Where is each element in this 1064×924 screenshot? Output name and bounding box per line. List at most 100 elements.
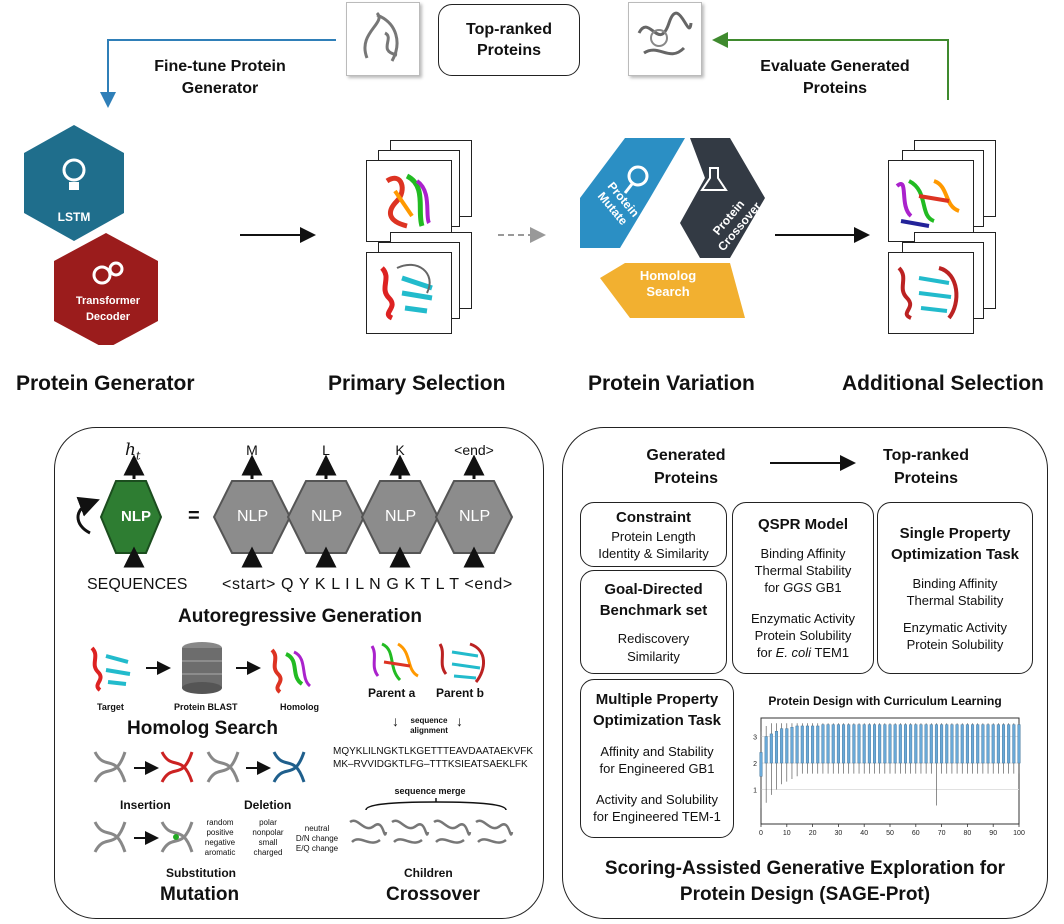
mutation-graphic (93, 751, 306, 853)
homolog-search-title: Homolog Search (127, 718, 278, 739)
chart-box (800, 725, 804, 764)
constraint-line-2: Identity & Similarity (598, 546, 709, 561)
generated-proteins-label: Generated Proteins (646, 447, 726, 487)
target-label: Target (97, 702, 124, 712)
nlp-grey-2: NLP (311, 508, 343, 525)
magnifier-icon (623, 165, 649, 194)
chart-box (831, 724, 835, 764)
top-ranked-label: Top-ranked Proteins (466, 21, 552, 59)
top-ranked-box: Top-ranked Proteins (438, 4, 580, 76)
homolog-label-small: Homolog (280, 702, 319, 712)
chart-box (836, 724, 840, 764)
chart-box (924, 724, 928, 764)
chart-box (873, 724, 877, 764)
multi-line-4: for Engineered TEM-1 (593, 809, 721, 824)
top-ranked-proteins-label: Top-ranked Proteins (883, 447, 969, 487)
feedback-arrows (100, 32, 949, 108)
chart-box (1007, 724, 1011, 764)
multi-line-3: Activity and Solubility (595, 792, 719, 807)
qspr-line-2: Thermal Stability (754, 563, 852, 578)
chart-box (903, 724, 907, 764)
top-protein-thumb-left (346, 2, 420, 76)
variation-graphic (580, 138, 765, 318)
constraint-title: Constraint (616, 509, 691, 526)
child-protein-icon-1 (349, 819, 388, 844)
deletion-label: Deletion (244, 798, 292, 812)
align-arrow-right: ↓ (456, 713, 463, 729)
blast-label: Protein BLAST (174, 702, 238, 712)
input-sequence: <start> Q Y K L I L N G K T L T <end> (222, 576, 513, 593)
chart-box (811, 725, 815, 764)
protein-generator-graphic (24, 125, 158, 345)
chart-box (929, 724, 933, 764)
top-protein-thumb-right (628, 2, 702, 76)
child-protein-icon-4 (475, 819, 514, 844)
chart-box (795, 725, 799, 764)
chart-box (991, 724, 995, 764)
chart-box (857, 724, 861, 764)
merge-label: sequence merge (394, 786, 466, 796)
single-line-1: Binding Affinity (912, 576, 998, 591)
chart-box (965, 724, 969, 764)
dna-icon-deletion (272, 751, 306, 783)
single-line-3: Enzymatic Activity (902, 620, 1008, 635)
chart-xtick-label: 100 (1013, 830, 1025, 837)
output-token-1: M (246, 442, 258, 458)
chart-box (934, 724, 938, 764)
stage-title-additional: Additional Selection (842, 372, 1044, 395)
chart-box (790, 727, 794, 764)
sequences-label: SEQUENCES (87, 576, 188, 593)
chart-title: Protein Design with Curriculum Learning (768, 694, 1002, 708)
database-icon (182, 642, 222, 694)
chart-box (1017, 724, 1021, 764)
autoregressive-graphic (76, 455, 514, 568)
substitution-label: Substitution (166, 866, 236, 880)
left-panel (54, 427, 544, 919)
nlp-green-label: NLP (121, 508, 151, 525)
alignment-label: sequence alignment (410, 716, 448, 735)
parent-a-protein-icon (370, 642, 419, 682)
sequence-2: MK–RVVIDGKTLFG–TTTKSIEATSAEKLFK (333, 759, 528, 770)
goal-line-1: Rediscovery (617, 631, 690, 646)
nlp-grey-3: NLP (385, 508, 417, 525)
chart-box (780, 728, 784, 764)
transformer-label: Transformer Decoder (75, 295, 141, 323)
single-line-2: Thermal Stability (906, 593, 1004, 608)
primary-card-2 (366, 252, 452, 334)
mutation-title: Mutation (160, 884, 240, 905)
equals-sign: = (188, 505, 200, 527)
gears-icon (92, 261, 124, 285)
qspr-line-1: Binding Affinity (760, 546, 846, 561)
chart-box (1002, 724, 1006, 764)
chart-xtick-label: 20 (809, 830, 817, 837)
chart-box (816, 725, 820, 764)
chart-box (764, 736, 768, 764)
chart-xtick-label: 10 (783, 830, 791, 837)
dna-icon-2 (206, 751, 240, 783)
lightbulb-icon (62, 158, 86, 190)
chart-box (769, 733, 773, 764)
homolog-protein-icon (270, 648, 312, 694)
nlp-grey-4: NLP (459, 508, 491, 525)
dna-icon-insertion (160, 751, 194, 783)
chart-xtick-label: 50 (886, 830, 894, 837)
single-title: Single Property Optimization Task (890, 525, 1020, 563)
chart-xtick-label: 40 (860, 830, 868, 837)
children-label: Children (404, 866, 453, 880)
flask-icon (700, 167, 728, 191)
nlp-grey-1: NLP (237, 508, 269, 525)
target-protein-icon (90, 646, 131, 692)
chart-box (867, 724, 871, 764)
stage-arrows (240, 227, 870, 243)
chart-box (971, 724, 975, 764)
dna-icon-1 (93, 751, 127, 783)
chart-box (950, 724, 954, 764)
chart-box (919, 724, 923, 764)
chart-box (759, 752, 763, 777)
chart-box (893, 724, 897, 764)
multi-line-2: for Engineered GB1 (599, 761, 715, 776)
chart-xtick-label: 0 (759, 830, 763, 837)
qspr-line-4: Enzymatic Activity (750, 611, 856, 626)
child-protein-icon-3 (433, 819, 472, 844)
